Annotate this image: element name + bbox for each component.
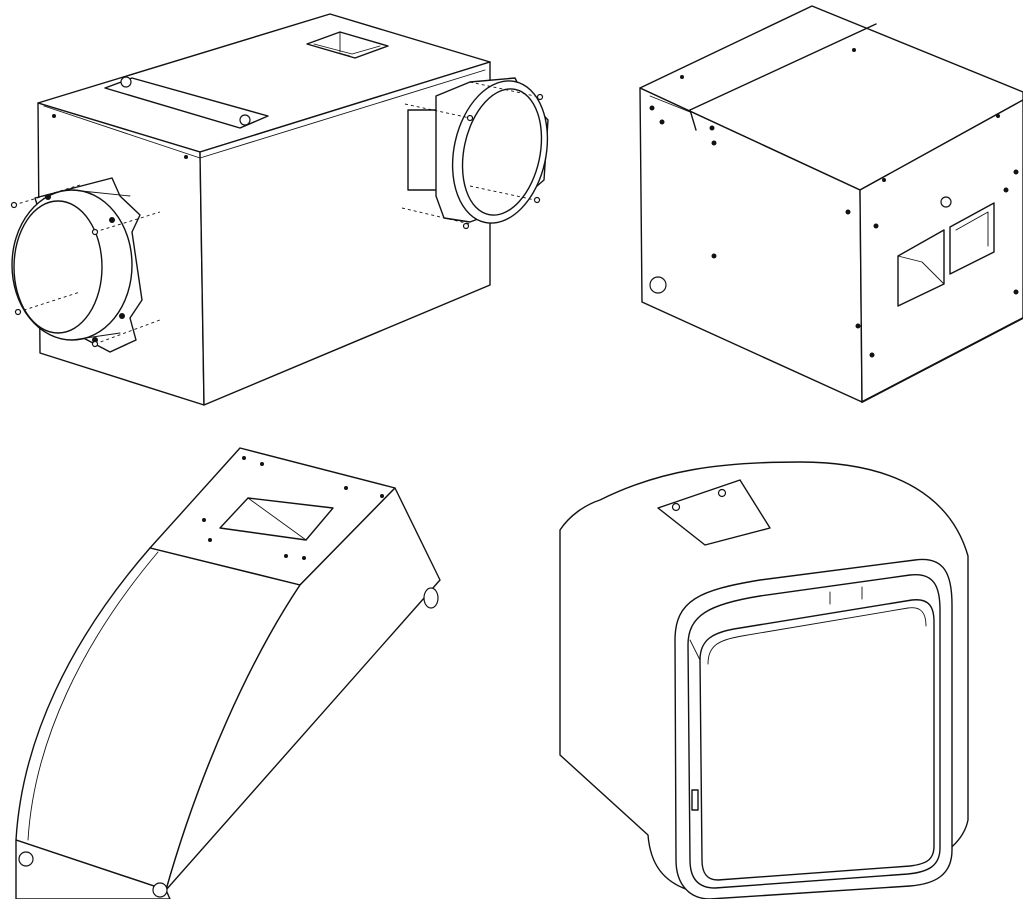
knockout-opening-left bbox=[897, 229, 945, 307]
knockout-opening-right bbox=[949, 202, 995, 275]
duct-box-with-collars bbox=[10, 13, 549, 406]
curved-hood bbox=[15, 447, 441, 899]
top-tab bbox=[657, 479, 771, 546]
electrical-enclosure bbox=[639, 5, 1023, 403]
door-panel bbox=[699, 599, 935, 881]
rounded-housing bbox=[559, 461, 969, 899]
top-opening bbox=[306, 31, 389, 59]
left-collar bbox=[10, 177, 161, 353]
right-collar bbox=[401, 77, 549, 230]
top-plate bbox=[104, 76, 269, 129]
